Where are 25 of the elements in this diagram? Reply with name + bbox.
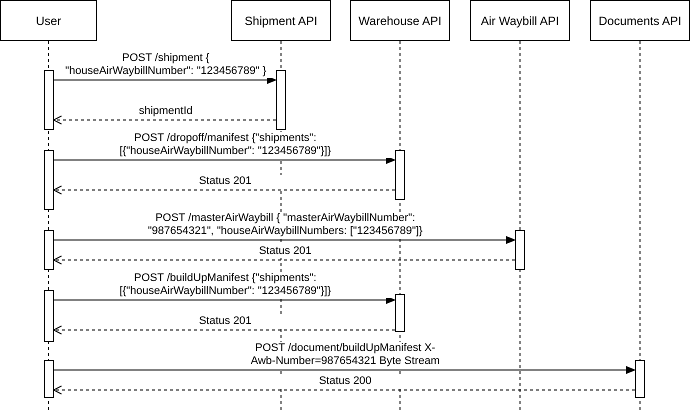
activation-bar — [44, 290, 54, 342]
activation-bar — [276, 70, 286, 130]
message-arrow — [53, 366, 636, 374]
message-arrow — [53, 386, 636, 394]
activation-bar — [44, 230, 54, 270]
activation-bar — [44, 70, 54, 130]
activation-bar — [395, 294, 405, 332]
participant-box: Documents API — [590, 0, 690, 41]
message-arrow — [53, 156, 396, 164]
message-arrow — [53, 76, 277, 84]
activation-bar — [44, 360, 54, 398]
participant-box: User — [0, 0, 97, 41]
participant-box: Warehouse API — [350, 0, 450, 41]
activation-bar — [635, 360, 645, 398]
participant-box: Air Waybill API — [470, 0, 570, 41]
activation-bar — [395, 150, 405, 200]
message-arrow — [53, 116, 276, 124]
participant-box: Shipment API — [231, 0, 331, 41]
activation-bar — [44, 150, 54, 210]
message-arrow — [53, 236, 516, 244]
message-arrow — [53, 186, 396, 194]
message-arrow — [53, 296, 396, 304]
message-arrow — [53, 256, 516, 264]
message-arrow — [53, 326, 396, 334]
activation-bar — [515, 230, 525, 270]
